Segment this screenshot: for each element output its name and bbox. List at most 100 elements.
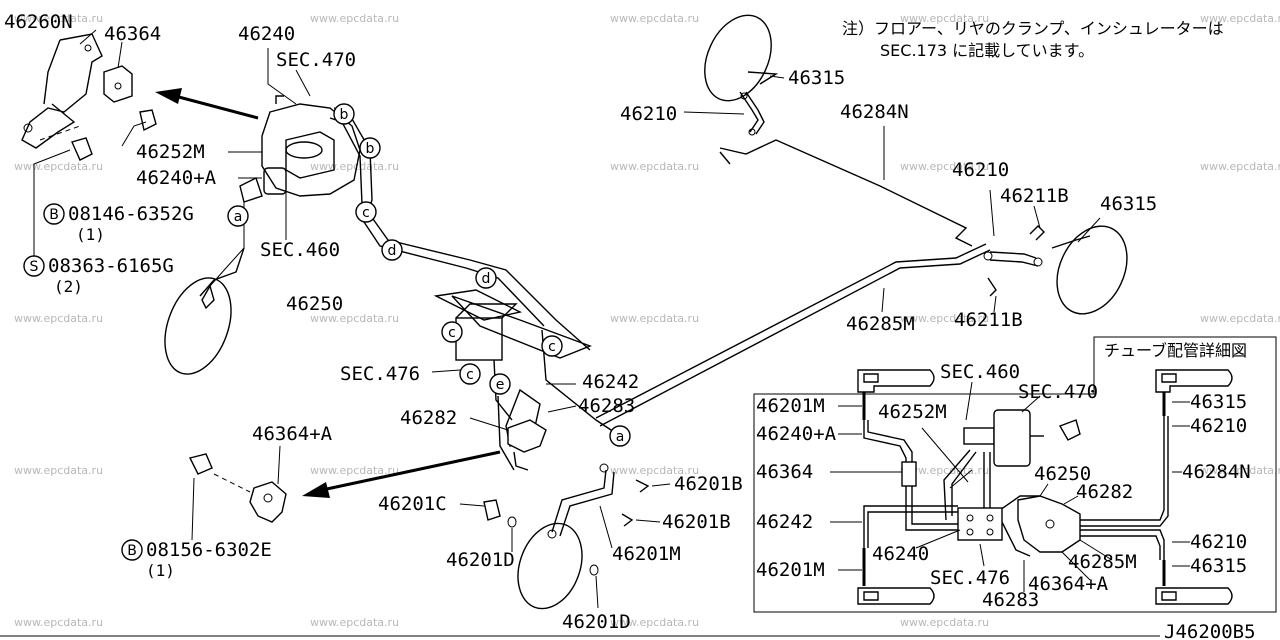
label-bolt-08146: 08146-6352G: [68, 203, 194, 225]
watermark: www.epcdata.ru: [900, 616, 989, 629]
label-46364: 46364: [104, 23, 161, 45]
detail-label-46240a: 46240+A: [756, 423, 837, 445]
label-46211b: 46211B: [954, 309, 1023, 331]
detail-label-46210: 46210: [1190, 415, 1247, 437]
mark-s-label: S: [30, 259, 39, 275]
watermark: www.epcdata.ru: [14, 12, 103, 25]
label-46201m: 46201M: [612, 543, 681, 565]
label-46315: 46315: [1100, 193, 1157, 215]
bolt-mark-b: [121, 539, 143, 561]
detail-booster: [993, 409, 1031, 467]
detail-label-46315: 46315: [1190, 391, 1247, 413]
watermark: www.epcdata.ru: [310, 160, 399, 173]
label-46210: 46210: [952, 159, 1009, 181]
detail-label-46201m: 46201M: [756, 395, 825, 417]
detail-label-sec460: SEC.460: [940, 361, 1020, 383]
circle-mark-c: c: [548, 339, 556, 355]
label-46242: 46242: [582, 371, 639, 393]
wheel-disc-rear-right: [1056, 225, 1128, 315]
brake-tubes-main: [329, 107, 621, 447]
label-sec470: SEC.470: [276, 49, 356, 71]
detail-box: チューブ配管詳細図: [753, 336, 1277, 613]
label-bolt2-qty: (1): [146, 561, 175, 580]
label-46260n: 46260N: [4, 11, 73, 33]
note-line-1: 注）フロアー、リヤのクランプ、インシュレーターは: [842, 19, 1224, 38]
bolt-mark-b: [43, 203, 65, 225]
detail-label-46242: 46242: [756, 511, 813, 533]
mark-b2-label: B: [127, 543, 137, 559]
label-46252m: 46252M: [136, 141, 205, 163]
label-screw-08363: 08363-6165G: [48, 255, 174, 277]
label-46282: 46282: [400, 407, 457, 429]
detail-label-sec470: SEC.470: [1018, 381, 1098, 403]
circle-mark-c: c: [448, 325, 456, 341]
circle-mark-d: d: [482, 271, 491, 287]
watermark: www.epcdata.ru: [14, 464, 103, 477]
wheel-disc-rear-top: [704, 14, 772, 102]
detail-label-46283: 46283: [982, 589, 1039, 611]
watermark: www.epcdata.ru: [1200, 12, 1280, 25]
arrow-down-left-icon: [302, 450, 501, 498]
screw-icon: [71, 137, 93, 161]
detail-label-46285m: 46285M: [1068, 551, 1137, 573]
watermark: www.epcdata.ru: [310, 312, 399, 325]
circle-mark-d: d: [388, 243, 397, 259]
mark-b-label: B: [49, 207, 59, 223]
watermark: www.epcdata.ru: [900, 160, 989, 173]
note-line-2: SEC.173 に記載しています。: [880, 41, 1094, 60]
circle-mark-b: b: [366, 141, 375, 157]
master-cylinder-booster: [239, 95, 361, 203]
watermark: www.epcdata.ru: [610, 12, 699, 25]
label-46285m: 46285M: [846, 313, 915, 335]
bracket-46364a: [188, 453, 287, 523]
watermark: www.epcdata.ru: [310, 464, 399, 477]
detail-label-46284n: 46284N: [1182, 461, 1251, 483]
arrow-left-icon: [155, 88, 259, 120]
label-46284n: 46284N: [840, 101, 909, 123]
detail-label-46240: 46240: [872, 543, 929, 565]
detail-label-46252m: 46252M: [878, 401, 947, 423]
label-bolt-qty: (1): [76, 225, 105, 244]
circle-mark-e: e: [496, 377, 505, 393]
main-labels: 46260N 46364 46240 SEC.470 46252M 46240+…: [4, 11, 1157, 633]
circle-marks: a b b c d d c c c e a: [227, 103, 631, 447]
label-46201b: 46201B: [674, 473, 743, 495]
clamp-46364: [103, 65, 133, 103]
watermark: www.epcdata.ru: [610, 616, 699, 629]
label-sec476: SEC.476: [340, 363, 420, 385]
valve-46282: [497, 395, 515, 471]
watermark: www.epcdata.ru: [1200, 312, 1280, 325]
detail-label-46210: 46210: [1190, 531, 1247, 553]
detail-label-46315: 46315: [1190, 555, 1247, 577]
watermark: www.epcdata.ru: [1200, 160, 1280, 173]
watermark: www.epcdata.ru: [610, 312, 699, 325]
label-46201d: 46201D: [562, 611, 631, 633]
circle-mark-a: a: [616, 429, 625, 445]
detail-label-46201m: 46201M: [756, 559, 825, 581]
detail-46282-valve: [1017, 495, 1081, 553]
label-46240a: 46240+A: [136, 167, 217, 189]
detail-master-cylinder: [963, 427, 995, 445]
label-46240: 46240: [238, 23, 295, 45]
label-46211b: 46211B: [1000, 185, 1069, 207]
wheel-disc-front-left: [164, 277, 232, 375]
label-46201b: 46201B: [662, 511, 731, 533]
detail-46240-junction: [957, 507, 1003, 541]
watermark: www.epcdata.ru: [900, 12, 989, 25]
detail-label-46364: 46364: [756, 461, 813, 483]
label-46315: 46315: [788, 67, 845, 89]
detail-label-46250: 46250: [1034, 463, 1091, 485]
detail-title: チューブ配管詳細図: [1104, 341, 1247, 360]
label-46201c: 46201C: [378, 493, 447, 515]
circle-mark-c: c: [362, 205, 370, 221]
watermark: www.epcdata.ru: [14, 312, 103, 325]
watermark: www.epcdata.ru: [310, 12, 399, 25]
screw-mark-s: [23, 255, 45, 277]
bolt-icon: [139, 109, 157, 132]
label-sec460: SEC.460: [260, 239, 340, 261]
circle-mark-b: b: [340, 107, 349, 123]
watermark: www.epcdata.ru: [14, 616, 103, 629]
wheel-disc-front-right: [517, 522, 583, 610]
tube-46284n: [719, 139, 973, 247]
